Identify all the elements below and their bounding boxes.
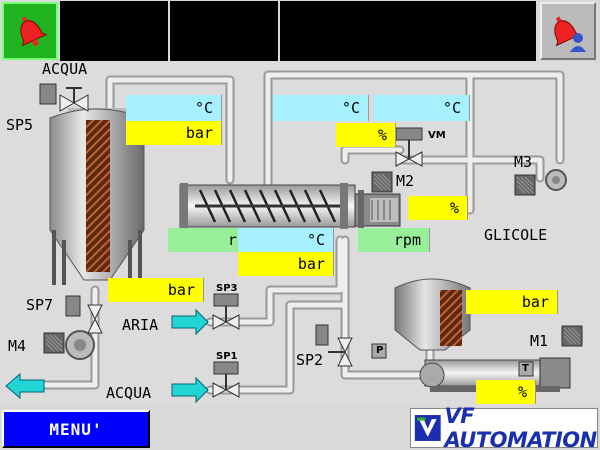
arrow-aria-in bbox=[171, 308, 209, 336]
alarm-ok-button[interactable] bbox=[2, 2, 58, 60]
label-acqua-bottom: ACQUA bbox=[106, 384, 152, 402]
screw-pressure-unit: bar bbox=[297, 255, 325, 273]
pump-m3 bbox=[545, 169, 567, 191]
label-sp3: SP3 bbox=[216, 283, 238, 294]
pump-m4 bbox=[65, 330, 95, 360]
hopper-pressure-field: bar bbox=[466, 290, 558, 314]
vm-sensor bbox=[395, 127, 423, 141]
label-t: T bbox=[522, 363, 529, 374]
valve-sp2 bbox=[328, 337, 353, 367]
tank-temperature-unit: °C bbox=[194, 99, 213, 117]
alarm-user-icon bbox=[554, 16, 586, 52]
label-sp1: SP1 bbox=[216, 351, 238, 362]
pump-percent-field: % bbox=[476, 380, 536, 404]
label-m1: M1 bbox=[530, 332, 549, 350]
status-cell-1 bbox=[60, 1, 168, 61]
alarm-reset-button[interactable] bbox=[540, 2, 596, 60]
screw-temperature-unit: °C bbox=[306, 231, 325, 249]
label-m4: M4 bbox=[8, 337, 27, 355]
menu-button[interactable]: MENU' bbox=[2, 410, 150, 448]
sp5-sensor bbox=[39, 83, 57, 105]
sp7-pressure-field: bar bbox=[108, 278, 204, 302]
right-temperature-field: °C bbox=[374, 95, 470, 121]
screw-rpm-right-field: rpm bbox=[358, 228, 430, 252]
storage-tank bbox=[49, 108, 145, 285]
hopper-pressure-unit: bar bbox=[521, 293, 549, 311]
p-sensor bbox=[371, 343, 387, 359]
label-sp2: SP2 bbox=[296, 351, 324, 369]
tank-pressure-field: bar bbox=[126, 121, 222, 145]
label-vm: VM bbox=[428, 130, 446, 141]
m2-percent-field: % bbox=[408, 196, 468, 220]
sp3-sensor bbox=[213, 293, 239, 307]
vf-automation-logo: VF AUTOMATION bbox=[410, 404, 598, 450]
valve-sp7 bbox=[87, 304, 103, 334]
label-glicole: GLICOLE bbox=[484, 226, 548, 244]
tank-pressure-unit: bar bbox=[185, 124, 213, 142]
logo-text: VF AUTOMATION bbox=[444, 404, 597, 450]
status-cell-3 bbox=[280, 1, 536, 61]
pump-percent-unit: % bbox=[517, 383, 527, 401]
label-sp7: SP7 bbox=[26, 296, 54, 314]
label-acqua-top: ACQUA bbox=[42, 60, 88, 78]
t-sensor bbox=[518, 361, 534, 377]
bell-icon bbox=[20, 16, 48, 47]
valve-top bbox=[59, 87, 89, 112]
label-sp5: SP5 bbox=[6, 116, 34, 134]
screw-rpm-right-unit: rpm bbox=[393, 231, 421, 249]
mid-temperature-field: °C bbox=[273, 95, 369, 121]
screw-conveyor bbox=[179, 183, 401, 230]
tank-temperature-field: °C bbox=[126, 95, 222, 121]
vf-logo-icon bbox=[414, 415, 441, 441]
label-m2: M2 bbox=[396, 172, 415, 190]
valve-vm bbox=[395, 140, 423, 167]
status-cell-2 bbox=[170, 1, 278, 61]
sp7-sensor bbox=[65, 295, 81, 317]
hopper bbox=[394, 278, 471, 351]
label-m3: M3 bbox=[514, 153, 533, 171]
mid-temperature-unit: °C bbox=[341, 99, 360, 117]
right-temperature-unit: °C bbox=[442, 99, 461, 117]
sp1-sensor bbox=[213, 361, 239, 375]
top-bar bbox=[0, 0, 600, 62]
vm-percent-field: % bbox=[336, 123, 396, 147]
arrow-outlet bbox=[5, 372, 45, 400]
arrow-acqua-in bbox=[171, 376, 209, 404]
screw-pressure-field: bar bbox=[238, 252, 334, 276]
m2-percent-unit: % bbox=[449, 199, 459, 217]
label-p: P bbox=[376, 345, 384, 356]
sp7-pressure-unit: bar bbox=[167, 281, 195, 299]
label-aria: ARIA bbox=[122, 316, 159, 334]
vm-percent-unit: % bbox=[377, 126, 387, 144]
screw-temperature-field: °C bbox=[238, 228, 334, 252]
sp2-sensor bbox=[315, 324, 329, 346]
